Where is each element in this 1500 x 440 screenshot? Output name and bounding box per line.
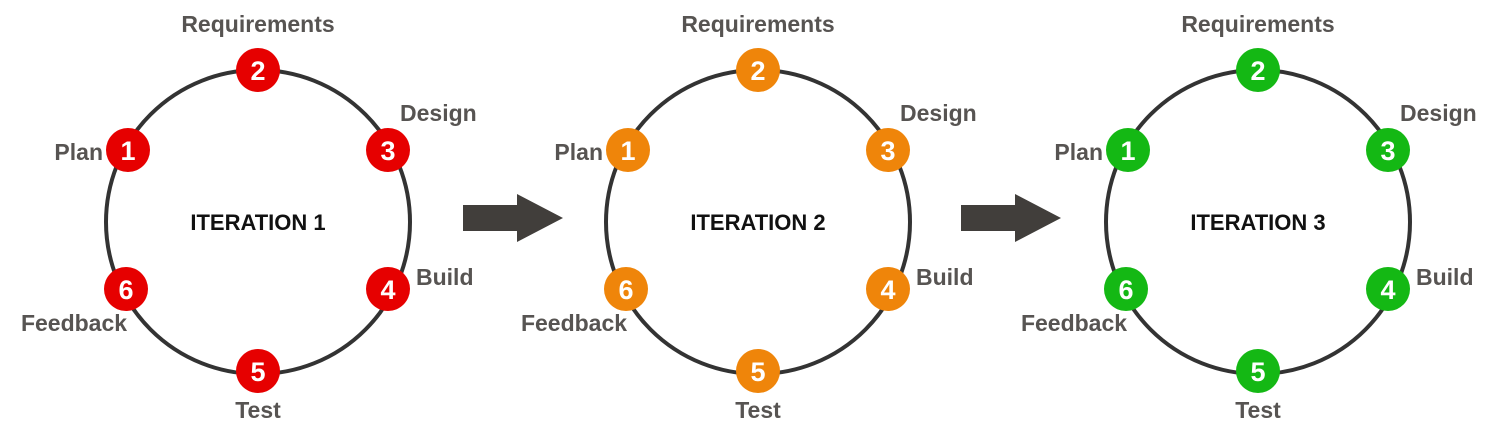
step-node-build: 4 [866, 267, 910, 311]
step-label-plan: Plan [1054, 139, 1103, 165]
step-number: 3 [380, 136, 395, 166]
iteration-title: ITERATION 1 [190, 210, 325, 235]
step-badge [736, 349, 780, 393]
step-number: 6 [618, 275, 633, 305]
step-badge [1366, 128, 1410, 172]
step-node-feedback: 6 [604, 267, 648, 311]
iteration-title: ITERATION 2 [690, 210, 825, 235]
arrow-shape [961, 194, 1061, 242]
iteration-title: ITERATION 3 [1190, 210, 1325, 235]
step-label-design: Design [400, 100, 477, 126]
step-number: 2 [750, 56, 765, 86]
arrow-shape [463, 194, 563, 242]
step-badge [606, 128, 650, 172]
step-node-requirements: 2 [736, 48, 780, 92]
step-node-test: 5 [1236, 349, 1280, 393]
step-badge [236, 48, 280, 92]
step-label-feedback: Feedback [21, 310, 127, 336]
step-badge [1366, 267, 1410, 311]
step-number: 5 [750, 357, 765, 387]
step-badge [736, 48, 780, 92]
step-label-design: Design [900, 100, 977, 126]
step-label-plan: Plan [554, 139, 603, 165]
step-number: 1 [120, 136, 135, 166]
step-node-requirements: 2 [236, 48, 280, 92]
step-label-feedback: Feedback [521, 310, 627, 336]
step-label-test: Test [235, 397, 281, 423]
step-badge [366, 128, 410, 172]
step-badge [1236, 349, 1280, 393]
step-number: 3 [1380, 136, 1395, 166]
step-node-build: 4 [366, 267, 410, 311]
step-node-build: 4 [1366, 267, 1410, 311]
step-number: 1 [620, 136, 635, 166]
step-number: 6 [118, 275, 133, 305]
step-label-requirements: Requirements [681, 11, 834, 37]
step-node-feedback: 6 [104, 267, 148, 311]
step-label-requirements: Requirements [1181, 11, 1334, 37]
step-label-requirements: Requirements [181, 11, 334, 37]
step-node-feedback: 6 [1104, 267, 1148, 311]
step-node-plan: 1 [106, 128, 150, 172]
step-node-requirements: 2 [1236, 48, 1280, 92]
step-label-plan: Plan [54, 139, 103, 165]
step-badge [866, 128, 910, 172]
step-label-design: Design [1400, 100, 1477, 126]
step-label-build: Build [416, 264, 474, 290]
step-number: 5 [1250, 357, 1265, 387]
step-badge [236, 349, 280, 393]
step-number: 1 [1120, 136, 1135, 166]
step-number: 4 [1380, 275, 1395, 305]
step-node-design: 3 [1366, 128, 1410, 172]
step-number: 5 [250, 357, 265, 387]
step-badge [366, 267, 410, 311]
step-badge [1236, 48, 1280, 92]
step-node-test: 5 [736, 349, 780, 393]
step-node-design: 3 [366, 128, 410, 172]
step-number: 3 [880, 136, 895, 166]
right-arrow-icon [961, 194, 1061, 242]
step-label-build: Build [916, 264, 974, 290]
step-badge [1106, 128, 1150, 172]
step-label-test: Test [1235, 397, 1281, 423]
step-badge [104, 267, 148, 311]
step-number: 4 [880, 275, 895, 305]
step-node-test: 5 [236, 349, 280, 393]
step-number: 2 [250, 56, 265, 86]
step-number: 6 [1118, 275, 1133, 305]
step-number: 2 [1250, 56, 1265, 86]
step-label-feedback: Feedback [1021, 310, 1127, 336]
step-label-test: Test [735, 397, 781, 423]
step-badge [866, 267, 910, 311]
step-node-plan: 1 [1106, 128, 1150, 172]
step-badge [1104, 267, 1148, 311]
right-arrow-icon [463, 194, 563, 242]
step-badge [106, 128, 150, 172]
step-badge [604, 267, 648, 311]
step-node-plan: 1 [606, 128, 650, 172]
step-number: 4 [380, 275, 395, 305]
step-node-design: 3 [866, 128, 910, 172]
step-label-build: Build [1416, 264, 1474, 290]
